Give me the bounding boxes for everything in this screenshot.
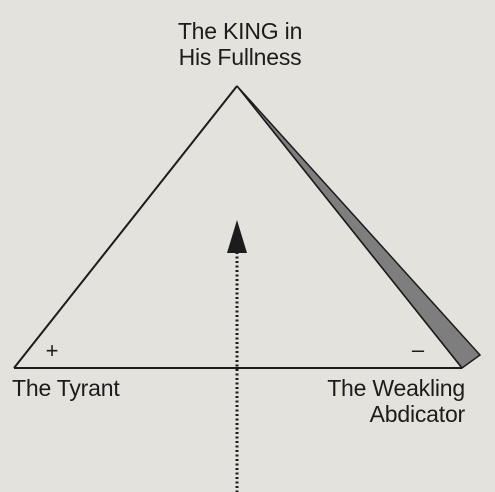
- apex-label-line1: The KING in: [177, 18, 303, 44]
- apex-label-line2: His Fullness: [178, 44, 302, 70]
- apex-label: The KING in His Fullness: [150, 18, 330, 70]
- shaded-right-side: [236, 85, 482, 370]
- plus-sign: +: [46, 338, 59, 363]
- weakling-label-line2: Abdicator: [369, 401, 466, 427]
- tyrant-label: The Tyrant: [12, 375, 120, 401]
- weakling-label-line1: The Weakling: [327, 375, 465, 401]
- minus-sign: –: [412, 337, 425, 362]
- weakling-abdicator-label: The Weakling Abdicator: [275, 375, 465, 427]
- arrow-up-icon: [227, 220, 247, 253]
- triangle-right-side: [236, 85, 463, 369]
- triangle-left-side: [13, 85, 238, 369]
